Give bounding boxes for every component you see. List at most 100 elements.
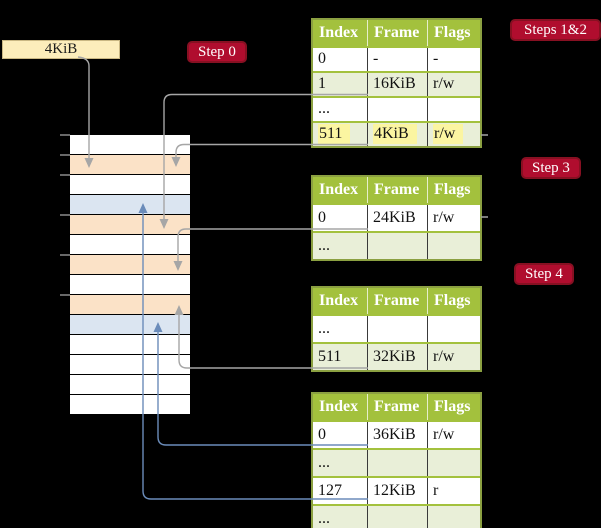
cell-value: 511 <box>318 348 342 365</box>
table-row: 1 16KiB r/w <box>313 71 480 96</box>
cell-value: 0 <box>318 50 326 67</box>
highlighted-value: 4KiB <box>373 124 417 144</box>
cell-value: 32KiB <box>373 348 416 365</box>
table-row: 511 4KiB r/w <box>313 121 480 146</box>
memory-row-pagetable <box>70 255 190 275</box>
cell-value: 12KiB <box>373 482 416 499</box>
cell-value: 0 <box>318 209 326 226</box>
memory-tick-marks <box>60 134 70 296</box>
cell-value: - <box>373 50 379 67</box>
root-frame-label: 4KiB <box>44 41 78 57</box>
cell-value: - <box>433 50 439 67</box>
table-row: ... <box>313 96 480 121</box>
table-cell: r <box>427 478 480 504</box>
cell-value: 0 <box>318 426 326 443</box>
table-cell: r/w <box>427 73 480 96</box>
table-cell: 4KiB <box>367 123 427 146</box>
step0-label: Step 0 <box>187 41 247 63</box>
table-cell: r/w <box>427 422 480 448</box>
table-cell: 1 <box>313 73 367 96</box>
table-row: 0 24KiB r/w <box>313 203 480 231</box>
memory-row-pagetable <box>70 295 190 315</box>
table-row: ... <box>313 314 480 342</box>
memory-row-free <box>70 355 190 375</box>
table-cell: 36KiB <box>367 422 427 448</box>
table-cell <box>427 316 480 342</box>
table-cell: ... <box>313 450 367 476</box>
column-header: Flags <box>427 394 480 420</box>
cell-value: 36KiB <box>373 426 416 443</box>
cell-value: 1 <box>318 75 326 92</box>
memory-row-pagetable <box>70 215 190 235</box>
column-header: Index <box>319 181 359 198</box>
cell-value: 24KiB <box>373 209 416 226</box>
table-cell: - <box>367 48 427 71</box>
cell-value: 127 <box>318 482 342 499</box>
cell-value: r/w <box>433 75 455 92</box>
cell-value: r <box>433 482 439 499</box>
column-header: Frame <box>367 394 427 420</box>
column-header: Flags <box>427 20 480 46</box>
table-cell <box>367 506 427 528</box>
table-cell <box>427 233 480 259</box>
table-cell: 12KiB <box>367 478 427 504</box>
table-row: 511 32KiB r/w <box>313 342 480 370</box>
table-cell: ... <box>313 316 367 342</box>
table-cell: r/w <box>427 344 480 370</box>
table-cell: ... <box>313 233 367 259</box>
memory-row-free <box>70 375 190 395</box>
table-cell <box>367 316 427 342</box>
memory-row-free <box>70 235 190 255</box>
step3-label: Step 3 <box>521 157 581 179</box>
column-header: Flags <box>427 177 480 203</box>
table-cell <box>367 233 427 259</box>
memory-row-free <box>70 135 190 155</box>
table-cell: 0 <box>313 422 367 448</box>
cell-value: ... <box>318 510 330 527</box>
table-cell: ... <box>313 506 367 528</box>
step4-label: Step 4 <box>514 263 574 285</box>
cell-value: r/w <box>433 348 455 365</box>
memory-row-free <box>70 395 190 415</box>
table-cell: 0 <box>313 205 367 231</box>
column-header: Frame <box>367 288 427 314</box>
cell-value: 16KiB <box>373 75 416 92</box>
table-cell: 0 <box>313 48 367 71</box>
table-cell: 511 <box>313 123 367 146</box>
memory-row-free <box>70 175 190 195</box>
column-header: Index <box>319 24 359 41</box>
cell-value: ... <box>318 320 330 337</box>
table-cell: 127 <box>313 478 367 504</box>
table-cell: r/w <box>427 205 480 231</box>
highlighted-value: 511 <box>318 124 351 144</box>
table-cell: r/w <box>427 123 480 146</box>
memory-row-data <box>70 315 190 335</box>
column-header: Index <box>319 398 359 415</box>
column-header: Frame <box>367 177 427 203</box>
memory-row-free <box>70 275 190 295</box>
cell-value: ... <box>318 100 330 117</box>
table-cell: 32KiB <box>367 344 427 370</box>
table-cell <box>427 450 480 476</box>
table-row: ... <box>313 504 480 528</box>
table-cell <box>367 450 427 476</box>
table-row: 0 - - <box>313 46 480 71</box>
table-cell: ... <box>313 98 367 121</box>
table-cell <box>427 506 480 528</box>
table-cell <box>367 98 427 121</box>
table-row: 127 12KiB r <box>313 476 480 504</box>
memory-row-pagetable <box>70 155 190 175</box>
memory-row-data <box>70 195 190 215</box>
column-header: Index <box>319 292 359 309</box>
memory-row-free <box>70 335 190 355</box>
memory-column <box>70 135 190 415</box>
